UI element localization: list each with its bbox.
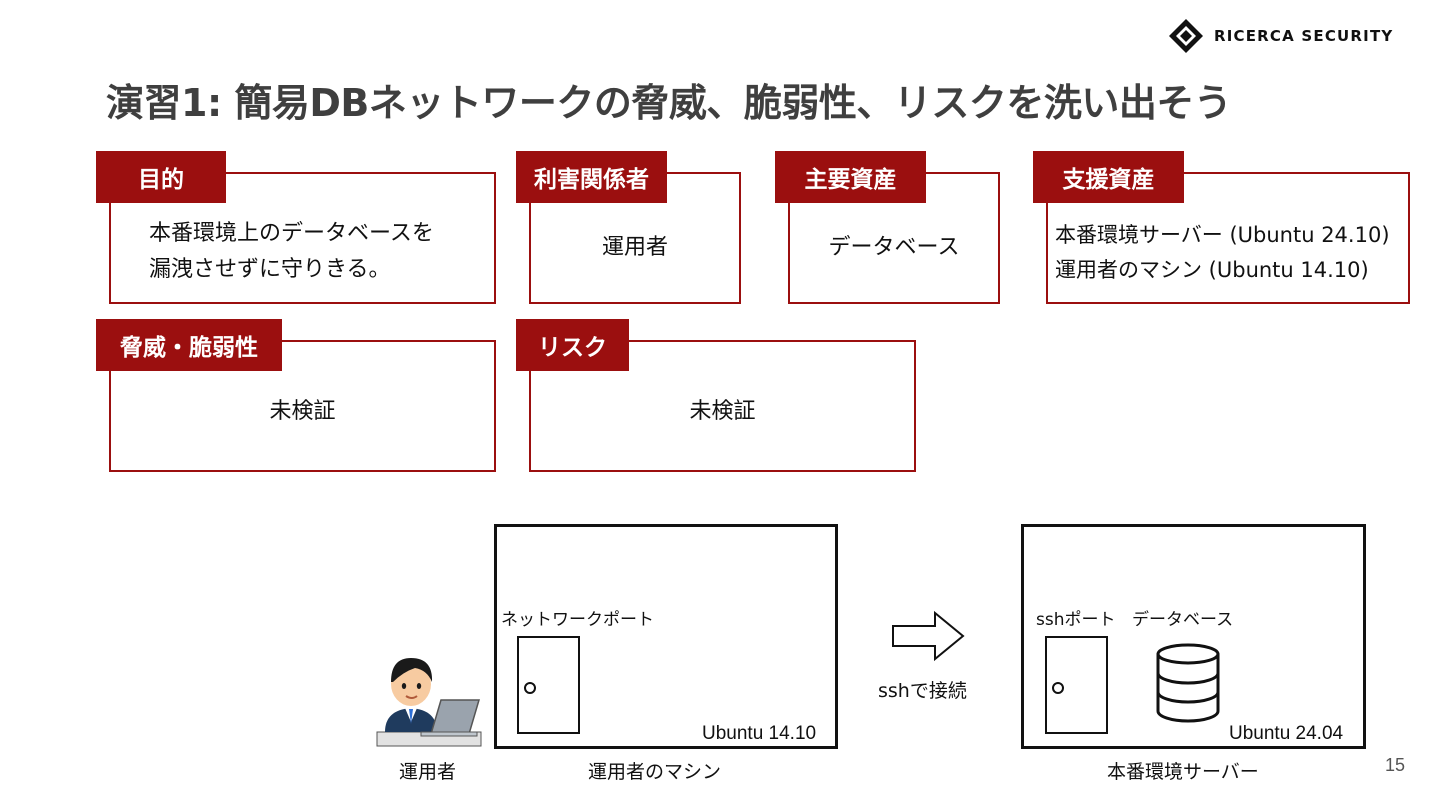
operator-label: 運用者 <box>399 761 457 783</box>
purpose-line: 漏洩させずに守りきる。 <box>149 257 391 282</box>
supporting-asset-line: 運用者のマシン (Ubuntu 14.10) <box>1055 258 1369 282</box>
supporting-asset-line: 本番環境サーバー (Ubuntu 24.10) <box>1055 223 1390 247</box>
purpose-line: 本番環境上のデータベースを <box>149 221 434 246</box>
brand-name: RICERCA SECURITY <box>1214 27 1394 45</box>
server-os: Ubuntu 24.04 <box>1229 723 1344 744</box>
threats-value: 未検証 <box>269 399 336 424</box>
database-icon <box>1156 643 1220 723</box>
server-box: sshポート データベース Ubuntu 24.04 <box>1021 524 1366 749</box>
diamond-logo-icon <box>1169 19 1203 53</box>
database-label: データベース <box>1132 610 1234 630</box>
page-number: 15 <box>1385 755 1406 775</box>
right-arrow-icon <box>892 610 965 662</box>
door-knob-icon <box>524 682 536 694</box>
ssh-port-label: sshポート <box>1036 610 1116 630</box>
threats-tag: 脅威・脆弱性 <box>96 319 282 371</box>
brand-logo: RICERCA SECURITY <box>1168 16 1423 56</box>
operator-machine-os: Ubuntu 14.10 <box>702 723 817 744</box>
purpose-tag: 目的 <box>96 151 226 203</box>
purpose-text: 本番環境上のデータベースを 漏洩させずに守りきる。 <box>149 216 434 288</box>
operator-machine-box: ネットワークポート Ubuntu 14.10 <box>494 524 838 749</box>
operator-machine-caption: 運用者のマシン <box>588 761 722 783</box>
network-port-label: ネットワークポート <box>501 610 654 630</box>
supporting-assets-text: 本番環境サーバー (Ubuntu 24.10) 運用者のマシン (Ubuntu … <box>1055 218 1390 288</box>
stakeholders-tag: 利害関係者 <box>516 151 667 203</box>
primary-assets-value: データベース <box>828 235 960 260</box>
risks-value: 未検証 <box>689 399 756 424</box>
risks-tag: リスク <box>516 319 629 371</box>
stakeholders-value: 運用者 <box>601 235 668 260</box>
door-knob-icon <box>1052 682 1064 694</box>
network-port-door-icon <box>517 636 580 734</box>
operator-person-icon <box>376 658 482 747</box>
slide-title: 演習1: 簡易DBネットワークの脅威、脆弱性、リスクを洗い出そう <box>106 81 1232 125</box>
server-caption: 本番環境サーバー <box>1107 761 1259 783</box>
ssh-connection-label: sshで接続 <box>878 680 967 702</box>
primary-assets-tag: 主要資産 <box>775 151 926 203</box>
supporting-assets-tag: 支援資産 <box>1033 151 1184 203</box>
ssh-port-door-icon <box>1045 636 1108 734</box>
